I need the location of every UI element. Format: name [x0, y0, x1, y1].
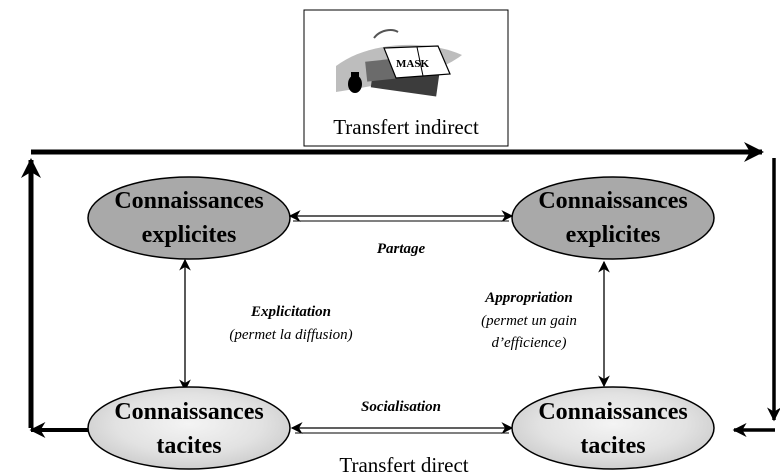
- node-explicit-top-right: Connaissances explicites: [511, 176, 715, 260]
- node-title-line2: explicites: [566, 222, 661, 248]
- direct-transfer-caption: Transfert direct: [339, 453, 468, 476]
- ink-bottle-icon: [348, 75, 362, 93]
- socialisation-label: Socialisation: [361, 399, 441, 415]
- indirect-transfer-box: MASK Transfert indirect: [303, 9, 509, 147]
- node-tacit-bottom-right: Connaissances tacites: [511, 386, 715, 470]
- explicitation-sub: (permet la diffusion): [229, 327, 352, 343]
- explicitation-label: Explicitation: [250, 304, 331, 320]
- appropriation-label: Appropriation: [484, 290, 573, 306]
- node-explicit-top-left: Connaissances explicites: [87, 176, 291, 260]
- node-title-line2: tacites: [156, 433, 221, 459]
- book-mask-icon: [383, 45, 451, 79]
- inner-arrows: [179, 210, 610, 434]
- appropriation-sub-line1: (permet un gain: [481, 313, 577, 329]
- logo-label: MASK: [396, 58, 429, 70]
- indirect-transfer-caption: Transfert indirect: [333, 115, 479, 139]
- partage-label: Partage: [377, 241, 426, 257]
- node-tacit-bottom-left: Connaissances tacites: [87, 386, 291, 470]
- node-title-line1: Connaissances: [114, 399, 263, 425]
- node-title-line2: explicites: [142, 222, 237, 248]
- transfer-loop: [21, 142, 780, 438]
- node-title-line2: tacites: [580, 433, 645, 459]
- appropriation-sub-line2: d’efficience): [492, 335, 567, 351]
- node-title-line1: Connaissances: [538, 399, 687, 425]
- node-title-line1: Connaissances: [538, 188, 687, 214]
- mask-logo: MASK: [336, 29, 462, 97]
- node-title-line1: Connaissances: [114, 188, 263, 214]
